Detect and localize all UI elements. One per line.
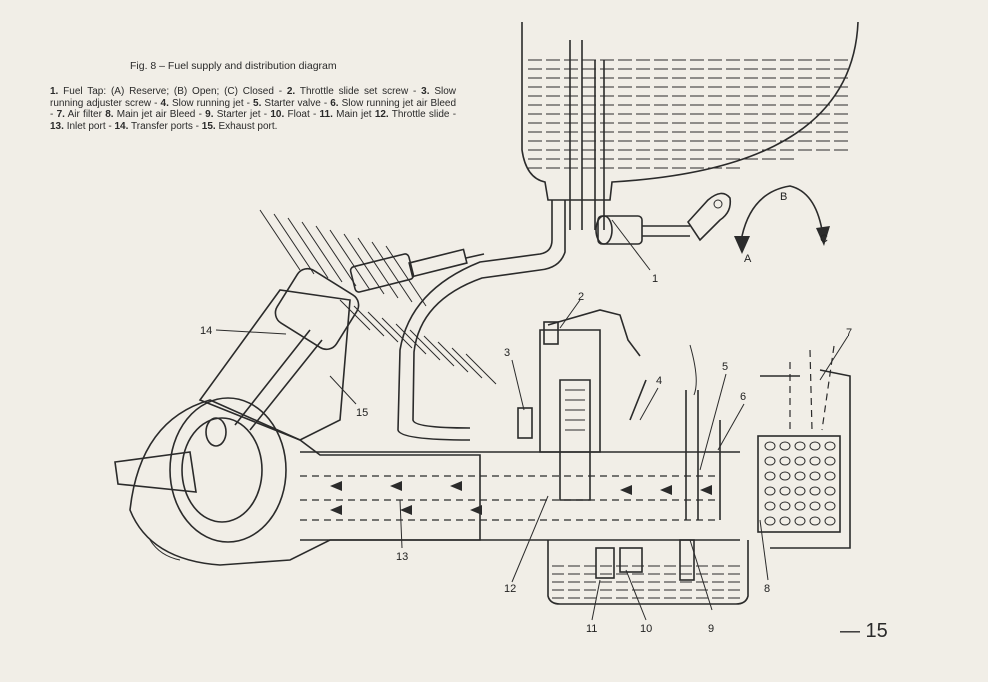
cylinder-fin [353,305,385,337]
cylinder-fin [259,209,301,271]
callout-8: 8 [764,583,770,595]
filter-hole [794,441,806,451]
fuel-pipes [397,40,605,441]
crankcase [114,397,481,566]
filter-hole [779,471,791,481]
callout-12: 12 [504,583,516,595]
filter-hole [794,456,806,466]
tap-label-a: A [744,253,752,265]
filter-hole [779,501,791,511]
leader-lines [215,219,849,621]
callout-6: 6 [740,391,746,403]
callout-13: 13 [396,551,408,563]
cylinder-fin [437,341,469,373]
flow-arrow [660,485,672,495]
tap-label-b: B [780,191,787,203]
filter-hole [764,471,776,481]
callout-9: 9 [708,623,714,635]
callout-15: 15 [356,407,368,419]
filter-hole [764,501,776,511]
fuel-tank [521,21,859,201]
cylinder-fin [367,311,399,343]
cylinder-fin [385,245,427,307]
filter-hole [809,441,821,451]
figure-caption: Fig. 8 – Fuel supply and distribution di… [50,60,456,132]
flow-arrow [390,481,402,491]
filter-hole [764,516,776,526]
cylinder-fin [465,353,497,385]
carburettor [517,309,721,520]
float-chamber [547,539,749,605]
filter-hole [824,471,836,481]
cylinder-fin [395,323,427,355]
filter-hole [824,456,836,466]
cylinder-fin [423,335,455,367]
filter-hole [809,471,821,481]
callout-1: 1 [652,273,658,285]
filter-hole [824,501,836,511]
flow-arrow [330,505,342,515]
cylinder-fin [451,347,483,379]
flow-arrow [620,485,632,495]
filter-hole [764,441,776,451]
filter-hole [824,486,836,496]
filter-hole [809,486,821,496]
filter-hole [809,516,821,526]
page-number: — 15 [840,620,888,642]
cylinder-fin [357,237,399,299]
inlet-tract [300,451,740,541]
cylinder-fin [329,229,371,291]
flow-arrow [470,505,482,515]
filter-hole [824,516,836,526]
spark-plug [349,248,485,293]
tap-label-c: C [820,233,828,245]
cylinder-fin [287,217,329,279]
filter-hole [794,486,806,496]
fuel-tap [595,192,732,245]
filter-hole [809,456,821,466]
callout-7: 7 [846,327,852,339]
tap-position-arrows: A B C [734,185,830,265]
filter-hole [779,486,791,496]
figure-legend: 1. Fuel Tap: (A) Reserve; (B) Open; (C) … [50,86,457,132]
filter-hole [764,456,776,466]
callout-10: 10 [640,623,652,635]
callout-3: 3 [504,347,510,359]
cylinder-fin [273,213,315,275]
callout-14: 14 [200,325,212,337]
filter-hole [779,516,791,526]
filter-hole [779,441,791,451]
flow-arrow [330,481,342,491]
flow-arrow [700,485,712,495]
figure-title: Fig. 8 – Fuel supply and distribution di… [130,60,337,72]
cylinder-fin [301,221,343,283]
filter-hole [764,486,776,496]
cylinder-fin [315,225,357,287]
callout-labels: 1 2 3 4 5 6 7 8 9 10 11 12 13 14 15 [200,273,852,635]
flow-arrow [450,481,462,491]
filter-hole [824,441,836,451]
callout-2: 2 [578,291,584,303]
filter-hole [794,516,806,526]
filter-hole [794,471,806,481]
filter-hole [794,501,806,511]
callout-4: 4 [656,375,662,387]
filter-hole [779,456,791,466]
callout-5: 5 [722,361,728,373]
cylinder-fin [409,329,441,361]
cylinder-fin [371,241,413,303]
flow-arrow [400,505,412,515]
air-filter [757,345,851,549]
filter-hole [809,501,821,511]
cylinder-fin [381,317,413,349]
callout-11: 11 [586,623,597,635]
engine-cylinder [198,209,497,441]
